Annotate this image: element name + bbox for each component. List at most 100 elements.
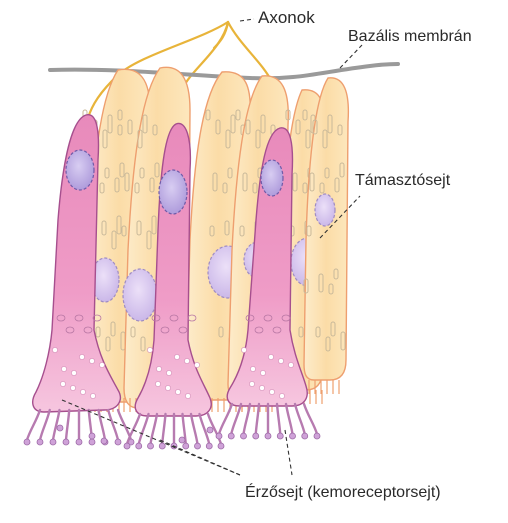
mitochondrion <box>325 336 331 352</box>
cilium-tip <box>252 432 260 440</box>
cilium-tip <box>215 432 223 440</box>
vesicle <box>268 354 274 360</box>
mitochondrion <box>130 326 136 338</box>
vesicle <box>184 358 190 364</box>
mitochondrion <box>83 326 93 334</box>
mitochondrion <box>333 268 339 280</box>
receptor-cell-nucleus <box>260 159 284 197</box>
cilium-tip <box>114 438 122 446</box>
vesicle <box>250 366 256 372</box>
particle <box>206 426 214 434</box>
cilium-tip <box>301 432 309 440</box>
mitochondrion <box>152 124 158 136</box>
particle <box>56 424 64 432</box>
cilium-tip <box>205 442 213 450</box>
supporting-cell-nucleus <box>122 268 158 322</box>
receptor-cell-nucleus <box>158 169 188 215</box>
mitochondrion <box>205 109 211 121</box>
cilium <box>284 402 294 436</box>
mitochondrion <box>245 314 255 322</box>
vesicle <box>166 370 172 376</box>
mitochondrion <box>92 314 102 322</box>
mitochondrion <box>318 273 324 293</box>
mitochondrion <box>160 326 170 334</box>
mitochondrion <box>127 119 133 135</box>
mitochondrion <box>137 129 143 149</box>
label-axonok: Axonok <box>258 8 315 27</box>
receptor-cells <box>23 114 321 450</box>
vesicle <box>278 358 284 364</box>
cilium <box>206 412 223 446</box>
vesicle <box>279 393 285 399</box>
mitochondrion <box>319 182 325 194</box>
cilium <box>125 412 142 446</box>
vesicle <box>80 389 86 395</box>
leader-lines <box>61 18 363 476</box>
mitochondrion <box>242 172 248 192</box>
vesicle <box>60 381 66 387</box>
mitochondrion <box>136 220 142 236</box>
mitochondrion <box>151 215 157 235</box>
cilium <box>198 412 211 446</box>
mitochondrion <box>305 129 311 149</box>
mitochondrion <box>292 172 298 192</box>
cilium-tip <box>49 438 57 446</box>
vesicle <box>156 366 162 372</box>
mitochondrion <box>324 167 330 179</box>
cilium <box>137 412 150 446</box>
vesicle <box>259 385 265 391</box>
mitochondrion <box>330 321 336 337</box>
mitochondrion <box>285 109 291 121</box>
leader-bazalis <box>339 44 363 69</box>
cilium-tip <box>123 442 131 450</box>
cilium <box>64 408 71 442</box>
vesicle <box>89 358 95 364</box>
mitochondrion <box>65 326 75 334</box>
mitochondrion <box>178 326 188 334</box>
cilium <box>38 408 51 442</box>
receptor-cell-body <box>32 114 122 413</box>
mitochondrion <box>110 321 116 337</box>
vesicle <box>269 389 275 395</box>
mitochondrion <box>149 177 155 193</box>
mitochondrion <box>102 129 108 149</box>
cilium <box>149 412 159 446</box>
receptor-cell-nucleus <box>65 149 95 191</box>
receptor-cell <box>215 127 321 440</box>
vesicle <box>241 347 247 353</box>
cilium-tip <box>289 432 296 440</box>
mitochondrion <box>56 314 66 322</box>
vesicle <box>71 370 77 376</box>
cilium-tip <box>23 438 31 446</box>
mitochondrion <box>139 167 145 179</box>
cilium-tip <box>36 438 44 446</box>
cilium <box>25 408 42 442</box>
mitochondrion <box>339 162 345 178</box>
mitochondrion <box>260 114 266 134</box>
cilium <box>161 412 167 446</box>
cilium-tip <box>158 442 166 450</box>
leader-erzo-2 <box>159 439 241 476</box>
mitochondrion <box>104 167 110 179</box>
mitochondrion <box>252 182 258 194</box>
mitochondrion <box>303 278 309 294</box>
vesicle <box>175 389 181 395</box>
mitochondrion <box>146 230 152 250</box>
mitochondrion <box>134 182 140 194</box>
label-tamasztosejt: Támasztósejt <box>355 172 451 189</box>
vesicle <box>99 362 105 368</box>
mitochondrion <box>306 225 312 237</box>
cilium-tip <box>240 432 247 440</box>
mitochondrion <box>224 220 230 236</box>
mitochondrion <box>212 172 218 192</box>
mitochondrion <box>328 283 334 295</box>
mitochondrion <box>222 182 228 194</box>
mitochondrion <box>154 162 160 178</box>
cilium <box>217 402 234 436</box>
mitochondrion <box>105 336 111 352</box>
mitochondrion <box>334 177 340 193</box>
cilium-tip <box>264 432 272 440</box>
mitochondrion <box>169 314 179 322</box>
vesicle <box>174 354 180 360</box>
